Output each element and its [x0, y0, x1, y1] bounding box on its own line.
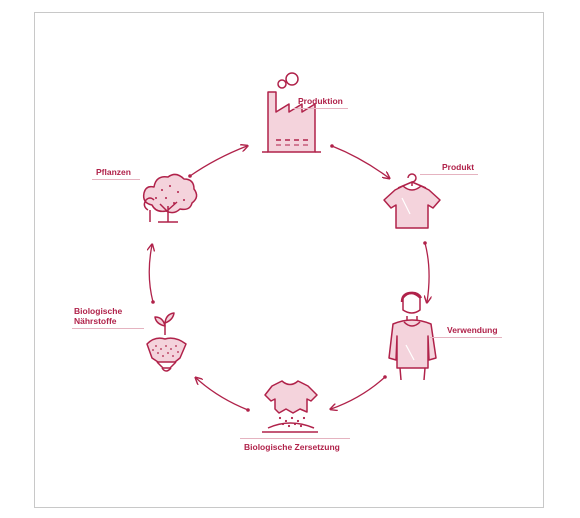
stage-label-verwendung: Verwendung [447, 325, 498, 335]
factory-icon [262, 72, 321, 153]
label-underline [430, 337, 502, 338]
soil-sprout-icon [146, 312, 187, 372]
tshirt-on-hanger-icon [383, 173, 441, 229]
label-underline [293, 108, 348, 109]
stage-label-biologische-naehrstoffe: Biologische Nährstoffe [74, 306, 122, 326]
person-wearing-shirt-icon [388, 291, 437, 381]
stage-label-line: Biologische [74, 306, 123, 316]
label-underline [92, 179, 140, 180]
arrow-pflanzen-to-produktion [189, 146, 247, 177]
arrow-zersetzung-to-naehrstoffe [196, 378, 249, 411]
label-underline [240, 438, 350, 439]
arrow-naehrstoffe-to-pflanzen [149, 245, 153, 303]
stage-label-line: Nährstoffe [74, 316, 117, 326]
stage-label-pflanzen: Pflanzen [96, 167, 131, 177]
tree-icon [142, 173, 198, 223]
arrow-verwendung-to-zersetzung [331, 376, 386, 409]
arrow-produktion-to-produkt [331, 145, 389, 178]
stage-label-produktion: Produktion [298, 96, 343, 106]
stage-label-biologische-zersetzung: Biologische Zersetzung [244, 442, 340, 452]
arrow-produkt-to-verwendung [425, 242, 429, 302]
label-underline [72, 328, 144, 329]
decomposing-shirt-icon [262, 380, 318, 433]
label-underline [420, 174, 478, 175]
stage-label-produkt: Produkt [442, 162, 475, 172]
